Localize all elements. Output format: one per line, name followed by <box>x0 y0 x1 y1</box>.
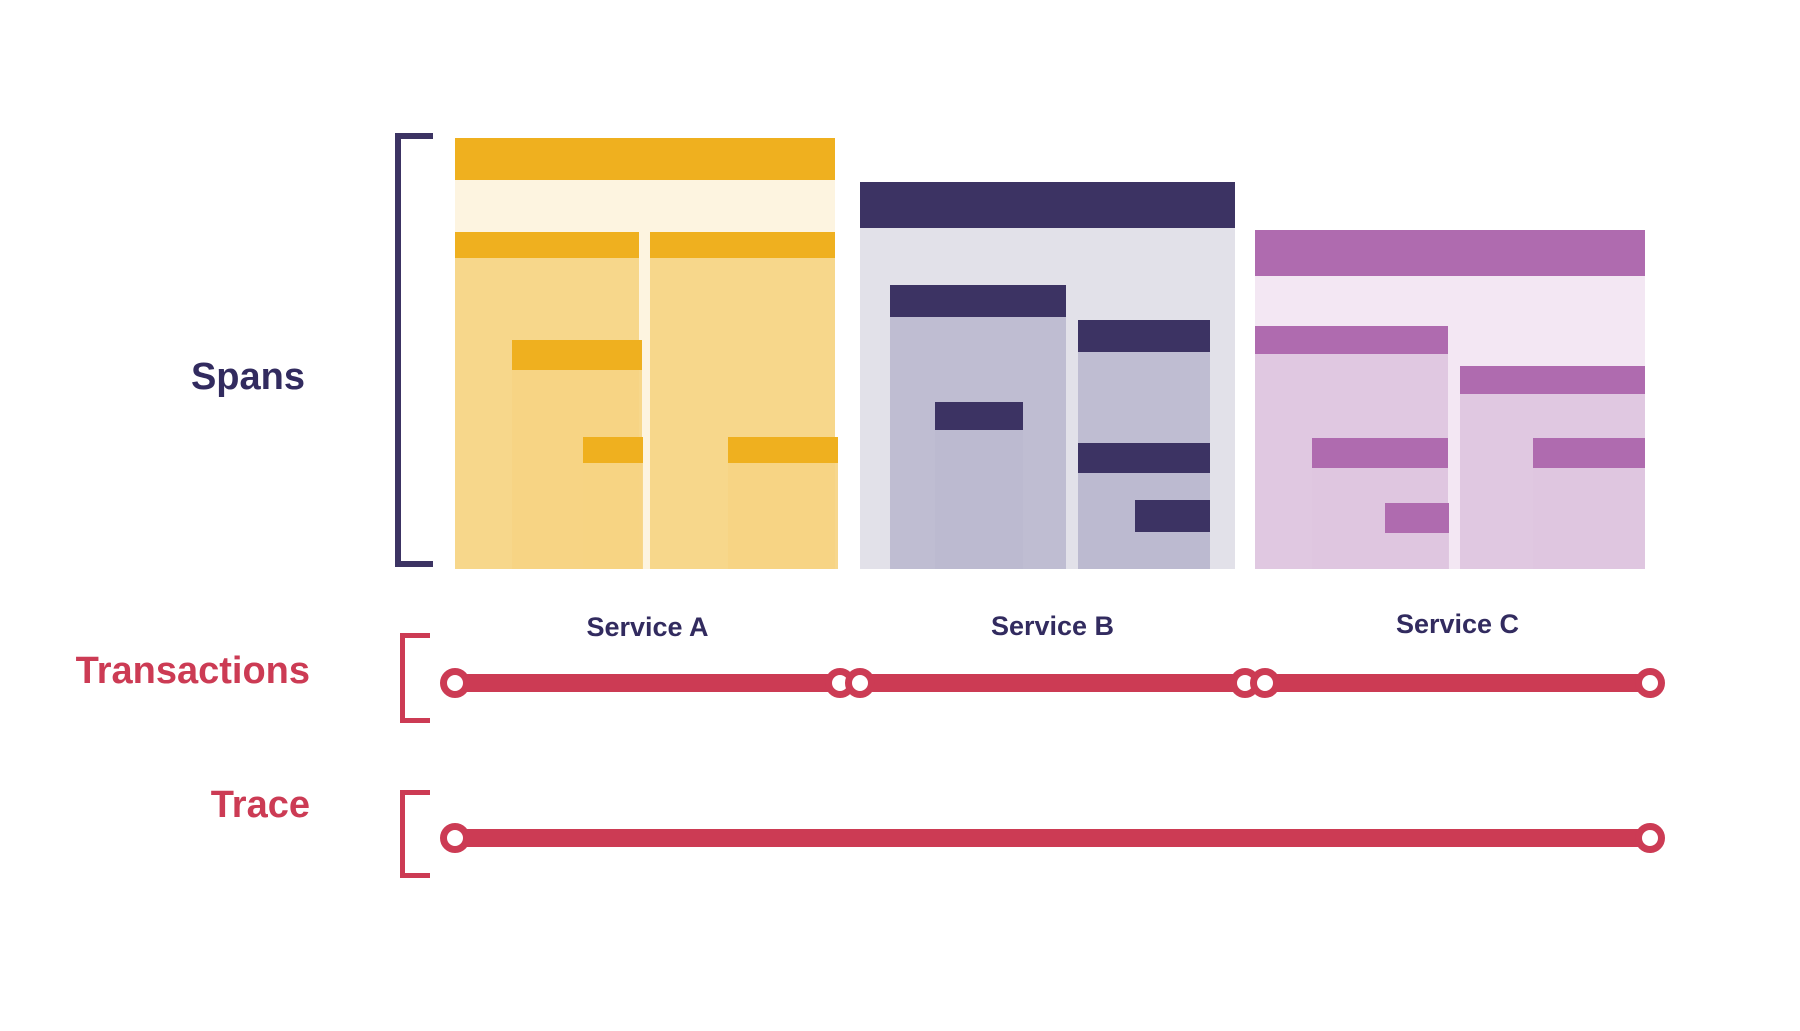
span-bar-body <box>935 430 1023 569</box>
span-bar-body <box>728 463 838 569</box>
trace-bracket <box>400 790 430 878</box>
span-bar[interactable] <box>935 402 1023 569</box>
span-bar-head <box>1078 320 1210 352</box>
span-bar-head <box>1385 503 1449 533</box>
span-bar-body <box>1385 533 1449 569</box>
span-bar-head <box>650 232 835 258</box>
span-bar[interactable] <box>1533 438 1645 569</box>
transaction-node[interactable] <box>845 668 875 698</box>
span-bar[interactable] <box>728 437 838 569</box>
span-bar-head <box>1312 438 1448 468</box>
span-bar-head <box>1078 443 1210 473</box>
span-bar-head <box>860 182 1235 228</box>
service-label-2: Service B <box>990 611 1115 641</box>
span-bar-body <box>1135 532 1210 569</box>
span-bar-head <box>583 437 643 463</box>
span-bar[interactable] <box>1385 503 1449 569</box>
span-bar-head <box>1255 326 1448 354</box>
spans-row-label: Spans <box>190 356 305 398</box>
spans-chart <box>455 138 1645 569</box>
service-label-1: Service A <box>586 612 709 642</box>
transactions-row-label: Transactions <box>75 650 310 692</box>
service-label-3: Service C <box>1395 609 1520 639</box>
trace-line[interactable] <box>455 829 1650 847</box>
span-bar-head <box>455 138 835 180</box>
span-bar-head <box>1135 500 1210 532</box>
transaction-line[interactable] <box>1265 674 1650 692</box>
span-bar[interactable] <box>1135 500 1210 569</box>
transaction-node[interactable] <box>1635 668 1665 698</box>
span-bar-body <box>583 463 643 569</box>
transactions-bracket <box>400 633 430 723</box>
trace-row-label: Trace <box>210 784 310 826</box>
trace-node[interactable] <box>1635 823 1665 853</box>
span-bar-head <box>512 340 642 370</box>
transaction-node[interactable] <box>1250 668 1280 698</box>
transaction-node[interactable] <box>440 668 470 698</box>
transaction-line[interactable] <box>860 674 1245 692</box>
span-bar-head <box>1255 230 1645 276</box>
span-bar-head <box>1460 366 1645 394</box>
span-bar-head <box>455 232 639 258</box>
span-bar-head <box>935 402 1023 430</box>
span-bar-head <box>890 285 1066 317</box>
span-bar-head <box>1533 438 1645 468</box>
span-bar-head <box>728 437 838 463</box>
trace-node[interactable] <box>440 823 470 853</box>
span-bar[interactable] <box>583 437 643 569</box>
transaction-line[interactable] <box>455 674 840 692</box>
spans-bracket <box>395 133 433 567</box>
span-bar-body <box>1533 468 1645 569</box>
